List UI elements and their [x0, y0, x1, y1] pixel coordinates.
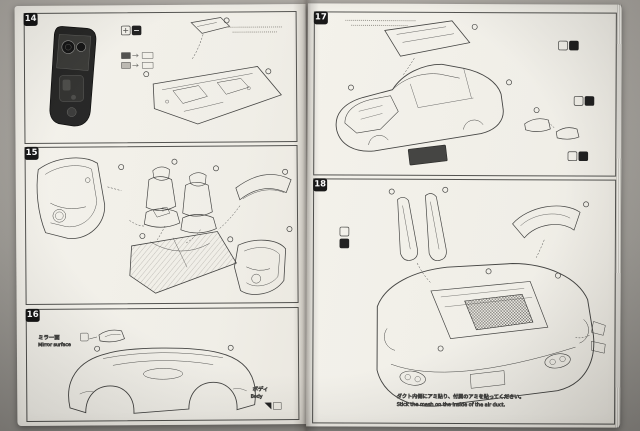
duct-parts-illustration: [388, 186, 449, 284]
car-body-illustration: [335, 63, 512, 152]
step-17-badge: 17: [313, 11, 328, 25]
step-18-badge: 18: [313, 178, 328, 192]
part-callout-boxes: [558, 40, 595, 162]
paint-legend: [121, 52, 154, 69]
seats-illustration: [143, 158, 219, 234]
mirror-parts-illustration: [524, 107, 580, 140]
step-14-panel: 14: [23, 11, 298, 144]
floor-pan-illustration: [143, 66, 282, 125]
center-console-illustration: [49, 26, 97, 127]
part-callout-boxes: [120, 25, 142, 36]
step-15-diagram: [36, 157, 293, 295]
step-14-badge: 14: [23, 12, 38, 26]
cover-part-illustration: [512, 201, 589, 258]
rear-tray-illustration: [235, 168, 292, 201]
mirror-label-en: Mirror surface: [38, 342, 71, 348]
door-panel-left-illustration: [36, 157, 122, 239]
illegible-annotation: [227, 26, 283, 33]
part-callout-boxes: [339, 226, 350, 249]
mesh-note-jp: ダクト内側にアミ貼り、付属のアミを貼ってください。: [397, 392, 525, 401]
mesh-note-en: Stick the mesh on the inside of the air …: [397, 402, 506, 408]
step-16-badge: 16: [25, 308, 40, 322]
step-16-diagram: ミラー面 Mirror surface ボディ Body: [38, 329, 282, 414]
step-15-badge: 15: [24, 146, 39, 160]
part-callout-circles: [118, 164, 293, 243]
window-mask-part: [407, 144, 448, 166]
door-panel-right-illustration: [234, 239, 287, 295]
floor-carpet-illustration: [129, 231, 237, 294]
mirror-label-jp: ミラー面: [38, 334, 60, 341]
assembly-arrows: [157, 205, 241, 244]
dash-part-illustration: [190, 17, 231, 61]
step-16-panel: 16 ミラー面 Mirror surface: [25, 307, 300, 422]
step-17-panel: 17: [313, 11, 617, 177]
bracket-parts-illustration: [129, 206, 171, 227]
step-18-panel: 18: [312, 178, 617, 425]
manual-right-page: 17: [306, 3, 622, 428]
rear-body-illustration: [376, 263, 595, 407]
step-18-diagram: ダクト内側にアミ貼り、付属のアミを貼ってください。 Stick the mesh…: [339, 186, 606, 409]
small-bracket-parts: [575, 321, 606, 354]
mirror-part-illustration: [80, 329, 125, 343]
paint-callout: [264, 402, 282, 410]
step-15-panel: 15: [24, 145, 299, 305]
body-shell-illustration: [68, 344, 256, 414]
step-14-diagram: [49, 17, 283, 127]
manual-left-page: 14: [14, 3, 309, 427]
body-label-jp: ボディ: [253, 385, 269, 393]
body-label-en: Body: [251, 394, 263, 400]
hood-part-illustration: [384, 20, 478, 77]
illegible-annotation: [345, 19, 417, 27]
step-17-diagram: [335, 19, 595, 166]
